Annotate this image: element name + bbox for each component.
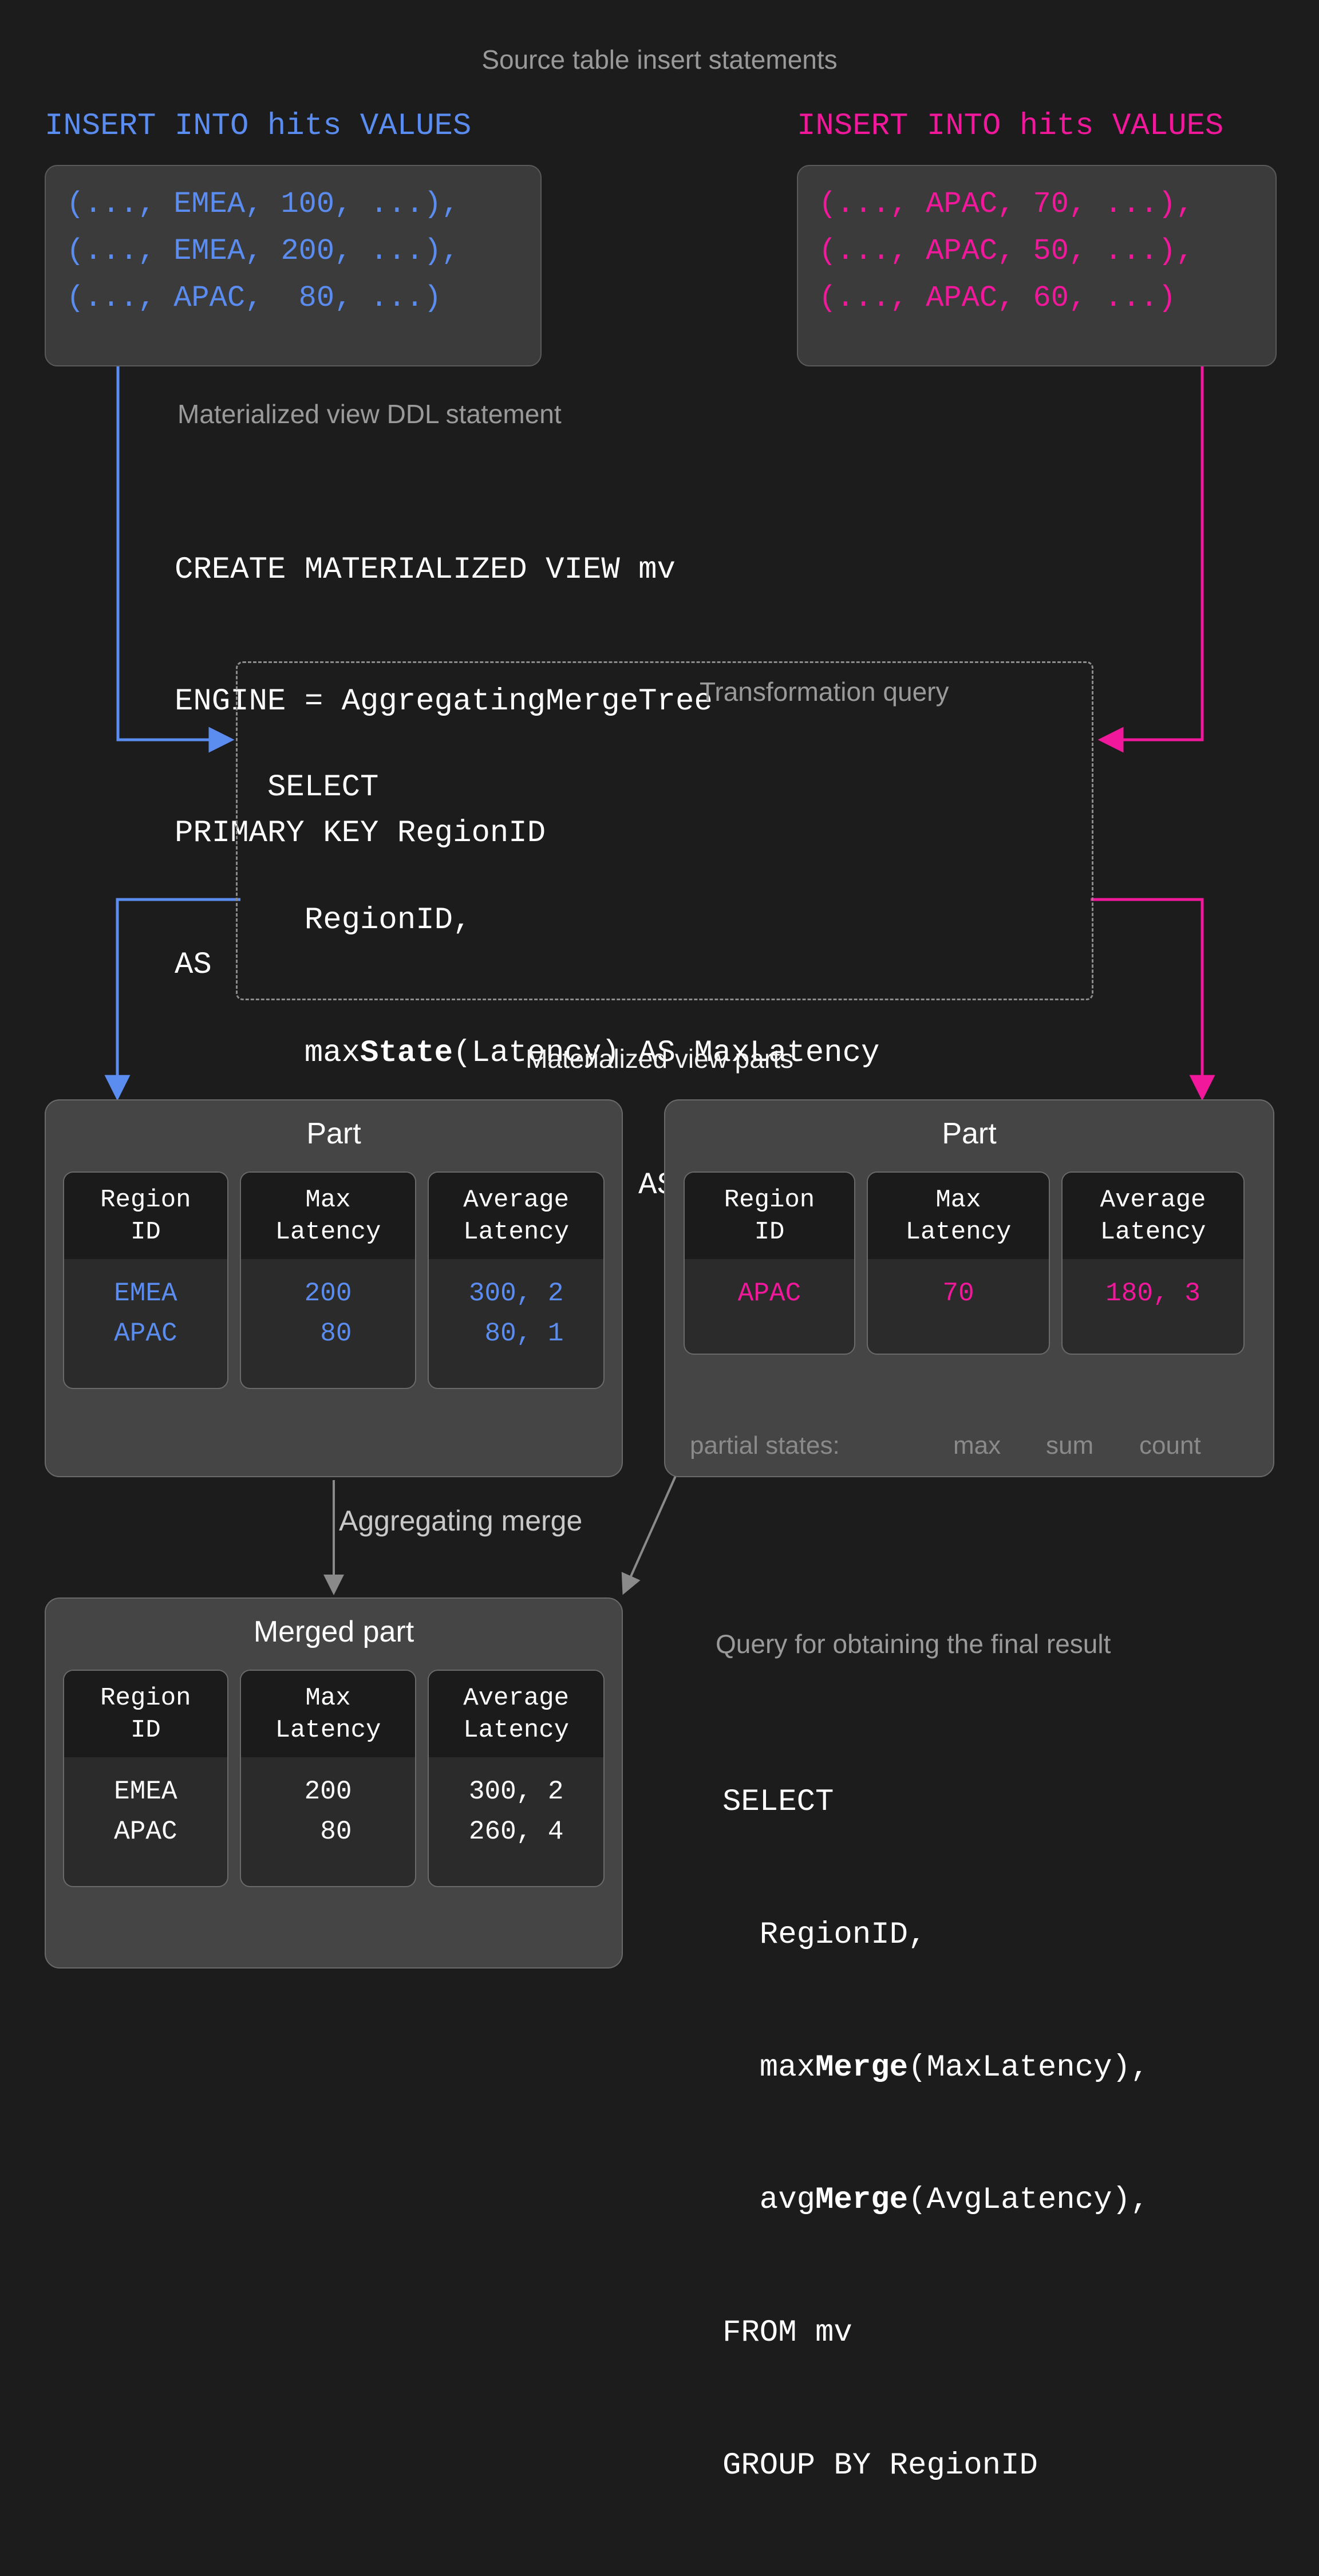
part-column: Max Latency 70	[867, 1171, 1050, 1355]
column-values: 70	[942, 1278, 974, 1308]
transformation-query-title: Transformation query	[700, 677, 949, 707]
column-values: EMEA APAC	[114, 1278, 177, 1348]
fq-line: avgMerge(AvgLatency),	[722, 2178, 1150, 2222]
column-header: Region ID	[685, 1173, 854, 1259]
final-query-title: Query for obtaining the final result	[716, 1629, 1111, 1659]
column-header: Average Latency	[429, 1671, 603, 1757]
fq-fn-args: (AvgLatency),	[908, 2183, 1150, 2218]
fq-line: GROUP BY RegionID	[722, 2448, 1038, 2483]
merged-column: Max Latency 200 80	[239, 1670, 417, 1887]
tq-fn-prefix: max	[267, 1035, 361, 1071]
insert-statement-2-header: INSERT INTO hits VALUES	[797, 109, 1224, 144]
fq-fn-args: (MaxLatency),	[908, 2050, 1150, 2085]
insert-row: (..., EMEA, 200, ...),	[66, 234, 460, 269]
fq-fn-suffix: Merge	[815, 2050, 909, 2085]
transformation-query-box	[236, 661, 1093, 1000]
partial-state-count: count	[1139, 1431, 1201, 1459]
tq-line: maxState(Latency) AS MaxLatency	[267, 1031, 880, 1075]
part-box-1: Part Region ID EMEA APAC Max Latency 200…	[45, 1099, 623, 1477]
fq-fn-prefix: avg	[722, 2183, 816, 2218]
connector-insert2-to-query	[1097, 366, 1204, 753]
column-values: EMEA APAC	[114, 1776, 177, 1847]
column-values: APAC	[737, 1278, 801, 1308]
source-inserts-title: Source table insert statements	[481, 45, 838, 74]
ddl-line: PRIMARY KEY RegionID	[175, 816, 546, 851]
merged-column: Average Latency 300, 2 260, 4	[428, 1670, 605, 1887]
part-column: Average Latency 300, 2 80, 1	[428, 1171, 605, 1389]
part-title: Part	[306, 1117, 361, 1150]
merged-part-title: Merged part	[253, 1615, 414, 1648]
partial-state-max: max	[953, 1431, 1001, 1459]
part-box-2: Part Region ID APAC Max Latency 70 Avera…	[664, 1099, 1274, 1477]
mv-ddl-title: Materialized view DDL statement	[177, 399, 562, 429]
fq-fn-suffix: Merge	[815, 2183, 909, 2218]
mv-parts-title: Materialized view parts	[526, 1044, 793, 1074]
part-column: Max Latency 200 80	[239, 1171, 417, 1389]
partial-states-label: partial states:	[690, 1431, 840, 1459]
fq-line: FROM mv	[722, 2315, 852, 2351]
mv-ddl-code: CREATE MATERIALIZED VIEW mv ENGINE = Agg…	[175, 461, 713, 1075]
column-header: Region ID	[64, 1173, 227, 1259]
diagram-canvas: Source table insert statements INSERT IN…	[45, 45, 1277, 2483]
column-header: Average Latency	[429, 1173, 603, 1259]
final-query-code: SELECT RegionID, maxMerge(MaxLatency), a…	[722, 1692, 1149, 2576]
fq-line: SELECT	[722, 1785, 834, 1820]
tq-line: RegionID,	[267, 903, 472, 938]
fq-line: maxMerge(MaxLatency),	[722, 2046, 1150, 2090]
column-header: Max Latency	[240, 1671, 416, 1757]
column-values: 200 80	[304, 1776, 352, 1847]
column-header: Average Latency	[1063, 1173, 1243, 1259]
insert-row: (..., APAC, 50, ...),	[819, 234, 1194, 269]
merged-column: Region ID EMEA APAC	[63, 1670, 228, 1887]
insert-values-box-1: (..., EMEA, 100, ...), (..., EMEA, 200, …	[45, 165, 542, 366]
ddl-line: CREATE MATERIALIZED VIEW mv	[175, 553, 676, 588]
column-header: Region ID	[64, 1671, 227, 1757]
tq-line: SELECT	[267, 770, 379, 806]
part-title: Part	[942, 1117, 997, 1150]
insert-row: (..., APAC, 60, ...)	[819, 281, 1176, 315]
column-header: Max Latency	[868, 1173, 1049, 1259]
ddl-line: AS	[175, 948, 212, 983]
aggregating-merge-label: Aggregating merge	[339, 1505, 583, 1537]
insert-values-box-2: (..., APAC, 70, ...), (..., APAC, 50, ..…	[797, 165, 1277, 366]
tq-fn-suffix: State	[360, 1035, 453, 1071]
ddl-line: ENGINE = AggregatingMergeTree	[175, 684, 713, 720]
part-column: Region ID APAC	[684, 1171, 855, 1355]
fq-line: RegionID,	[722, 1918, 927, 1953]
tq-fn-args: (Latency) AS MaxLatency	[453, 1035, 880, 1071]
partial-state-sum: sum	[1046, 1431, 1094, 1459]
insert-row: (..., APAC, 70, ...),	[819, 187, 1194, 221]
column-values: 300, 2 80, 1	[468, 1278, 564, 1348]
column-values: 300, 2 260, 4	[468, 1776, 564, 1847]
column-header: Max Latency	[240, 1173, 416, 1259]
column-values: 200 80	[304, 1278, 352, 1348]
insert-row: (..., APAC, 80, ...)	[66, 281, 442, 315]
column-values: 180, 3	[1105, 1278, 1200, 1308]
part-column: Region ID EMEA APAC	[63, 1171, 228, 1389]
merged-part-box: Merged part Region ID EMEA APAC Max Late…	[45, 1597, 623, 1969]
part-column: Average Latency 180, 3	[1061, 1171, 1245, 1355]
insert-row: (..., EMEA, 100, ...),	[66, 187, 460, 221]
insert-statement-1-header: INSERT INTO hits VALUES	[45, 109, 472, 144]
fq-fn-prefix: max	[722, 2050, 816, 2085]
